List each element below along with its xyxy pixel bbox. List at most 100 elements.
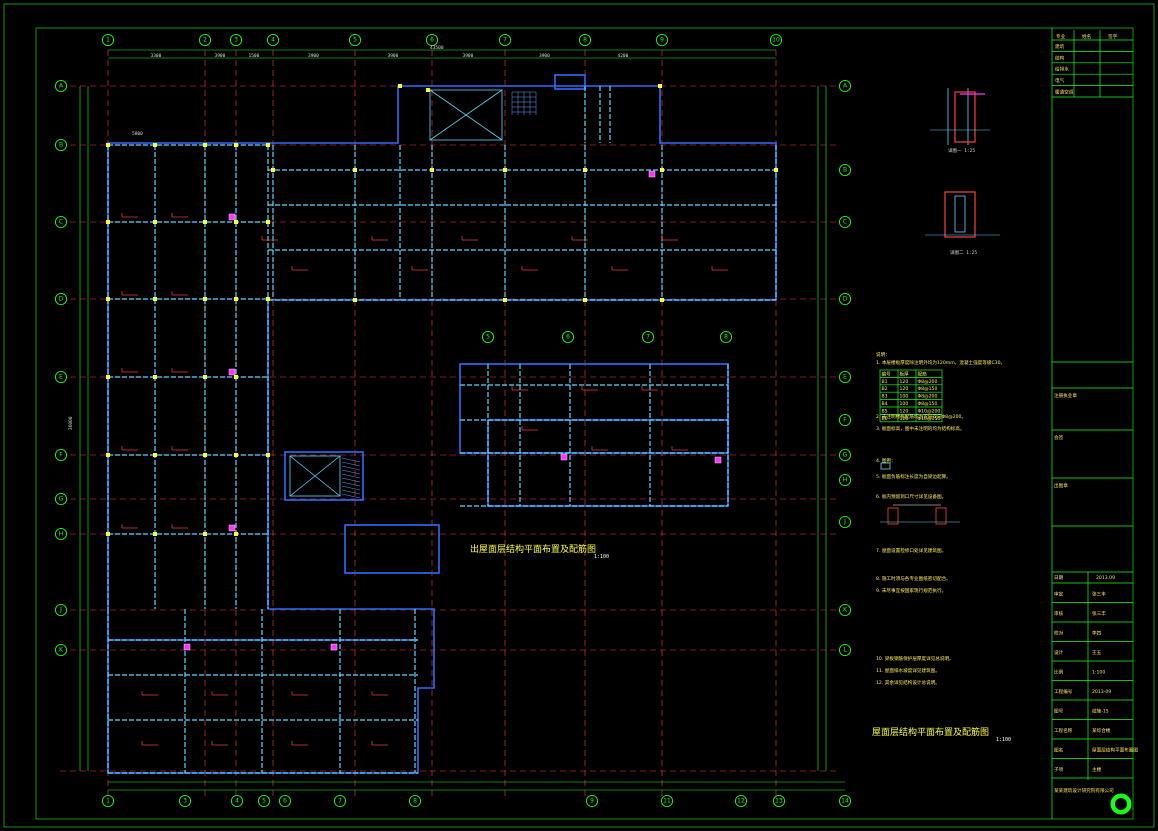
column [503, 298, 507, 302]
notes-table-cell: 配筋 [918, 370, 928, 377]
title-block-field-label: 图名 [1054, 747, 1063, 754]
upper-roof-wall [487, 419, 729, 507]
column [203, 375, 207, 379]
grid-bubble-left [54, 492, 68, 506]
stair-hatch [341, 481, 361, 487]
grid-bubble-top [101, 33, 115, 47]
notes-rebar-sketch [880, 504, 960, 525]
grid-bubble-right-label: B [843, 167, 847, 174]
column [266, 453, 270, 457]
stair-opening [289, 455, 341, 497]
title-block-label: 出图章 [1054, 482, 1068, 489]
grid-bubble-left-label: A [59, 83, 64, 90]
grid-bubble-right-label: G [843, 452, 848, 459]
embedded-part-tag [228, 524, 236, 532]
title-block-field-label: 图号 [1054, 709, 1064, 715]
notes-table-cell: B3 [882, 394, 888, 400]
title-block-field-label: 比例 [1054, 669, 1064, 676]
grid-bubble-right-label: L [843, 647, 847, 654]
grid-bubble-right [838, 413, 852, 427]
notes-table-cell: Φ8@150 [918, 386, 938, 392]
notes-table-cell: Φ10@150 [918, 416, 941, 422]
grid-bubble-left-label: H [59, 531, 64, 538]
grid-bubble-left-label: J [59, 607, 62, 614]
grid-bubble-inset [719, 330, 733, 344]
title-block-header: 专业 [1056, 33, 1066, 40]
grid-bubble-left [54, 292, 68, 306]
title-block-discipline: 电气 [1055, 77, 1065, 84]
grid-bubble-top [266, 33, 280, 47]
grid-bubble-left [54, 448, 68, 462]
detail-view-1-label: 详图一 1:25 [948, 147, 975, 154]
grid-bubble-right [838, 215, 852, 229]
title-block-field-value: 主楼 [1092, 766, 1102, 773]
grid-bubble-top [578, 33, 592, 47]
title-block-discipline: 结构 [1055, 54, 1065, 61]
grid-bubble-bottom-label: 6 [283, 798, 287, 805]
column [203, 453, 207, 457]
sheet-border [3, 3, 1155, 828]
title-block-field-label: 设计 [1054, 649, 1064, 656]
grid-bubble-right [838, 643, 852, 657]
grid-bubble-inset [481, 330, 495, 344]
grid-bubble-bottom [585, 794, 599, 808]
bay-dimension-label: 3900 [388, 53, 399, 59]
column [503, 168, 507, 172]
column [234, 220, 238, 224]
grid-bubble-inset-label: 6 [566, 334, 570, 341]
embedded-part-tag [714, 456, 722, 464]
grid-bubble-inset-label: 5 [486, 334, 490, 341]
grid-bubble-right-label: E [843, 374, 847, 381]
grid-bubble-top-label: 5 [353, 37, 357, 44]
grid-bubble-bottom-label: 5 [262, 798, 266, 805]
grid-bubble-top-label: 4 [271, 37, 275, 44]
title-block-field-value: 结施-15 [1092, 708, 1109, 715]
stair-hatch [341, 461, 361, 467]
note-item: 3. 板面标高，图中未注明的均为结构标高。 [876, 425, 965, 432]
grid-bubble-left [54, 527, 68, 541]
column [153, 532, 157, 536]
notes-table-cell: Φ8@200 [918, 394, 938, 400]
grid-bubble-top [498, 33, 512, 47]
title-block-field-value: 王五 [1092, 650, 1102, 656]
plan-scale-upper: 1:100 [594, 554, 609, 560]
column [234, 297, 238, 301]
title-block-discipline: 建筑 [1055, 43, 1065, 50]
column [398, 84, 402, 88]
grid-bubble-bottom [660, 794, 674, 808]
title-block-discipline: 给排水 [1055, 66, 1069, 73]
notes-table-cell: B4 [882, 401, 888, 407]
stair-hatch [341, 457, 361, 463]
grid-bubble-inset-label: 8 [724, 334, 728, 341]
title-block-field-label: 子项 [1054, 766, 1064, 773]
bay-dimension-label: 3900 [215, 53, 226, 59]
grid-bubble-bottom [101, 794, 115, 808]
overall-width-dimension: 43500 [430, 45, 444, 51]
grid-bubble-top-label: 9 [660, 37, 664, 44]
stair-hatch [341, 489, 361, 495]
column [353, 298, 357, 302]
column [234, 143, 238, 147]
drawing-frame [35, 27, 1134, 820]
grid-bubble-top [198, 33, 212, 47]
column [203, 297, 207, 301]
grid-bubble-top-label: 2 [203, 37, 207, 44]
embedded-part-tag [330, 643, 338, 651]
column [106, 453, 110, 457]
column [203, 143, 207, 147]
title-block-field-value: 张三丰 [1092, 591, 1106, 598]
grid-bubble-bottom-label: 13 [775, 798, 783, 805]
roof-hatch-wall [554, 74, 586, 90]
structure-plan [106, 74, 778, 774]
grid-bubble-bottom-label: 1 [106, 798, 110, 805]
embedded-part-tag [560, 453, 568, 461]
grid-bubble-bottom [772, 794, 786, 808]
grid-bubble-left-label: B [59, 142, 63, 149]
title-block-field-value: 屋面层结构平面布置图 [1092, 747, 1138, 754]
stair-shaft-wall [284, 451, 364, 501]
note-item: 4. 图例： [876, 457, 896, 464]
